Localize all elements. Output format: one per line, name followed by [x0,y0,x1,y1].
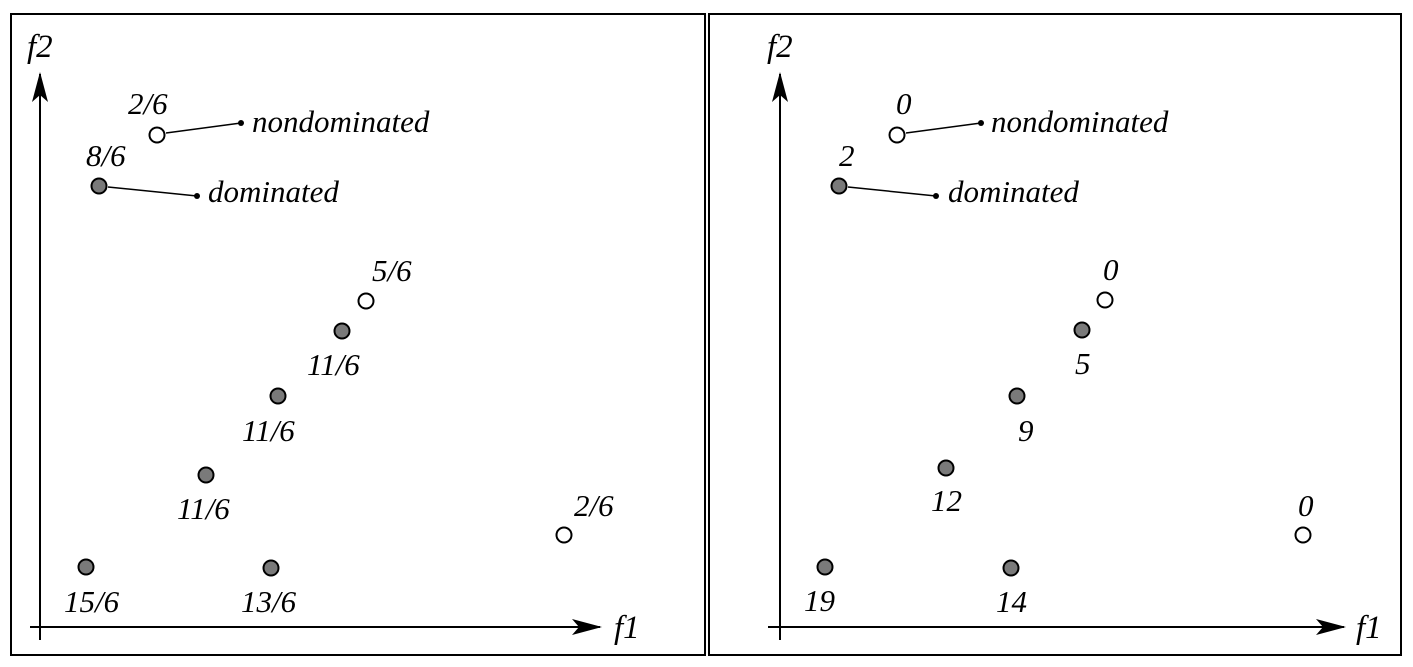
point-dominated-marker [1008,387,1026,405]
point-dominated-marker [262,559,280,577]
point-score-label: 14 [996,584,1027,619]
point-score-label: 9 [1018,413,1034,448]
point-score-label: 0 [1103,252,1119,287]
y-axis-label: f2 [767,29,793,65]
point-score-label: 2/6 [574,488,614,523]
point-nondominated-marker [357,292,375,310]
point-nondominated-marker [555,526,573,544]
point-dominated-marker [1073,321,1091,339]
x-axis-label: f1 [1356,610,1382,646]
point-dominated-marker [816,558,834,576]
point-nondominated-marker [888,126,906,144]
point-dominated-marker [77,558,95,576]
panel-left: f2 f1 nondominated dominated 2/6 8/6 5/6… [10,13,706,656]
point-score-label: 15/6 [64,584,120,619]
legend-leader-dominated [107,186,198,197]
panel-frame [708,13,1402,656]
point-score-label: 2/6 [128,86,168,121]
point-score-label: 13/6 [241,584,297,619]
legend-leader-dominated [847,186,937,197]
point-score-label: 5/6 [372,253,412,288]
point-score-label: 11/6 [242,413,295,448]
legend-nondominated-label: nondominated [252,104,430,139]
point-score-label: 0 [896,86,912,121]
point-score-label: 12 [931,483,962,518]
point-dominated-marker [197,466,215,484]
legend-leader-dot [238,120,244,126]
legend-leader-nondominated [165,122,242,134]
point-nondominated-marker [1294,526,1312,544]
x-axis-label: f1 [614,610,640,646]
point-score-label: 11/6 [307,347,360,382]
panel-right: f2 f1 nondominated dominated 0 2 0 5 9 1… [708,13,1402,656]
point-score-label: 19 [804,583,835,618]
point-score-label: 2 [839,138,855,173]
y-axis-label: f2 [27,29,53,65]
point-score-label: 5 [1075,346,1091,381]
point-score-label: 0 [1298,488,1314,523]
point-dominated-marker [1002,559,1020,577]
point-dominated-marker [90,177,108,195]
point-dominated-marker [937,459,955,477]
point-dominated-marker [830,177,848,195]
panel-frame [10,13,706,656]
legend-leader-dot [194,193,200,199]
point-dominated-marker [269,387,287,405]
legend-leader-nondominated [905,122,982,134]
legend-dominated-label: dominated [948,174,1079,209]
point-nondominated-marker [148,126,166,144]
legend-leader-dot [978,120,984,126]
point-score-label: 11/6 [177,491,230,526]
point-dominated-marker [333,322,351,340]
legend-nondominated-label: nondominated [991,104,1169,139]
legend-leader-dot [933,193,939,199]
legend-dominated-label: dominated [208,174,339,209]
point-nondominated-marker [1096,291,1114,309]
point-score-label: 8/6 [86,138,126,173]
